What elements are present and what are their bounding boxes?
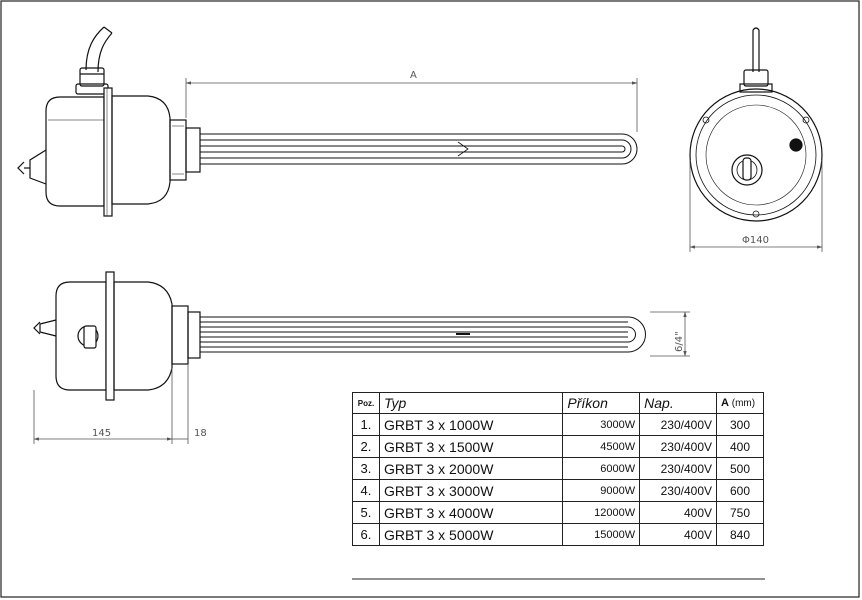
cell-poz: 2. [352, 435, 380, 458]
dimension-a-label: A [410, 70, 417, 81]
cable-gland [79, 67, 105, 87]
cell-poz: 5. [352, 501, 380, 524]
cell-poz: 6. [352, 523, 380, 546]
cell-typ: GRBT 3 x 4000W [378, 501, 564, 524]
dimension-body-label: 145 [92, 428, 111, 439]
spec-table: Poz. Typ Příkon Nap. A (mm) 1.GRBT 3 x 1… [352, 392, 764, 546]
cell-a: 750 [716, 501, 764, 524]
cell-prikon: 6000W [562, 457, 641, 480]
table-header-row: Poz. Typ Příkon Nap. A (mm) [352, 392, 764, 414]
header-typ: Typ [378, 392, 564, 414]
cell-nap: 230/400V [639, 479, 718, 502]
flange [103, 87, 113, 217]
side-view-bottom [33, 271, 690, 444]
dimension-a [185, 78, 638, 132]
housing-cover [111, 95, 171, 205]
power-cable [85, 26, 113, 73]
flange-outline [689, 88, 823, 222]
cell-poz: 3. [352, 457, 380, 480]
cell-nap: 230/400V [639, 457, 718, 480]
cell-poz: 1. [352, 413, 380, 436]
header-a-main: A [721, 397, 729, 409]
front-view [689, 27, 823, 252]
indicator-lamp-icon [789, 138, 803, 152]
cell-typ: GRBT 3 x 3000W [378, 479, 564, 502]
front-cable-gland [743, 69, 769, 87]
header-a-unit: (mm) [731, 398, 756, 409]
dimension-thread-label: 6/4" [674, 331, 685, 352]
cell-typ: GRBT 3 x 1500W [378, 435, 564, 458]
cell-typ: GRBT 3 x 1000W [378, 413, 564, 436]
bottom-heating-rods [200, 316, 646, 353]
header-a: A (mm) [716, 392, 764, 414]
cell-nap: 400V [639, 501, 718, 524]
cell-nap: 230/400V [639, 435, 718, 458]
header-nap: Nap. [639, 392, 718, 414]
bottom-flange [105, 271, 115, 401]
cell-nap: 400V [639, 523, 718, 546]
dimension-body [33, 364, 189, 444]
header-poz: Poz. [352, 392, 380, 414]
cell-a: 500 [716, 457, 764, 480]
cell-a: 300 [716, 413, 764, 436]
side-view-top [17, 26, 638, 217]
dimension-diameter-label: Φ140 [742, 235, 769, 246]
cell-typ: GRBT 3 x 5000W [378, 523, 564, 546]
dimension-flange-label: 18 [194, 428, 207, 439]
dimension-thread [650, 311, 690, 357]
bottom-housing-body [55, 281, 107, 391]
cell-prikon: 15000W [562, 523, 641, 546]
front-knob [731, 154, 763, 186]
cell-prikon: 12000W [562, 501, 641, 524]
dimension-diameter [689, 160, 823, 252]
cell-nap: 230/400V [639, 413, 718, 436]
heating-rods [200, 133, 638, 165]
housing-body [45, 96, 105, 207]
header-prikon: Příkon [562, 392, 641, 414]
cell-a: 840 [716, 523, 764, 546]
cell-a: 600 [716, 479, 764, 502]
cell-typ: GRBT 3 x 2000W [378, 457, 564, 480]
cell-prikon: 9000W [562, 479, 641, 502]
cell-a: 400 [716, 435, 764, 458]
thread-nut [169, 119, 187, 181]
cell-poz: 4. [352, 479, 380, 502]
thermostat-knob [29, 149, 47, 185]
cell-prikon: 4500W [562, 435, 641, 458]
cell-prikon: 3000W [562, 413, 641, 436]
